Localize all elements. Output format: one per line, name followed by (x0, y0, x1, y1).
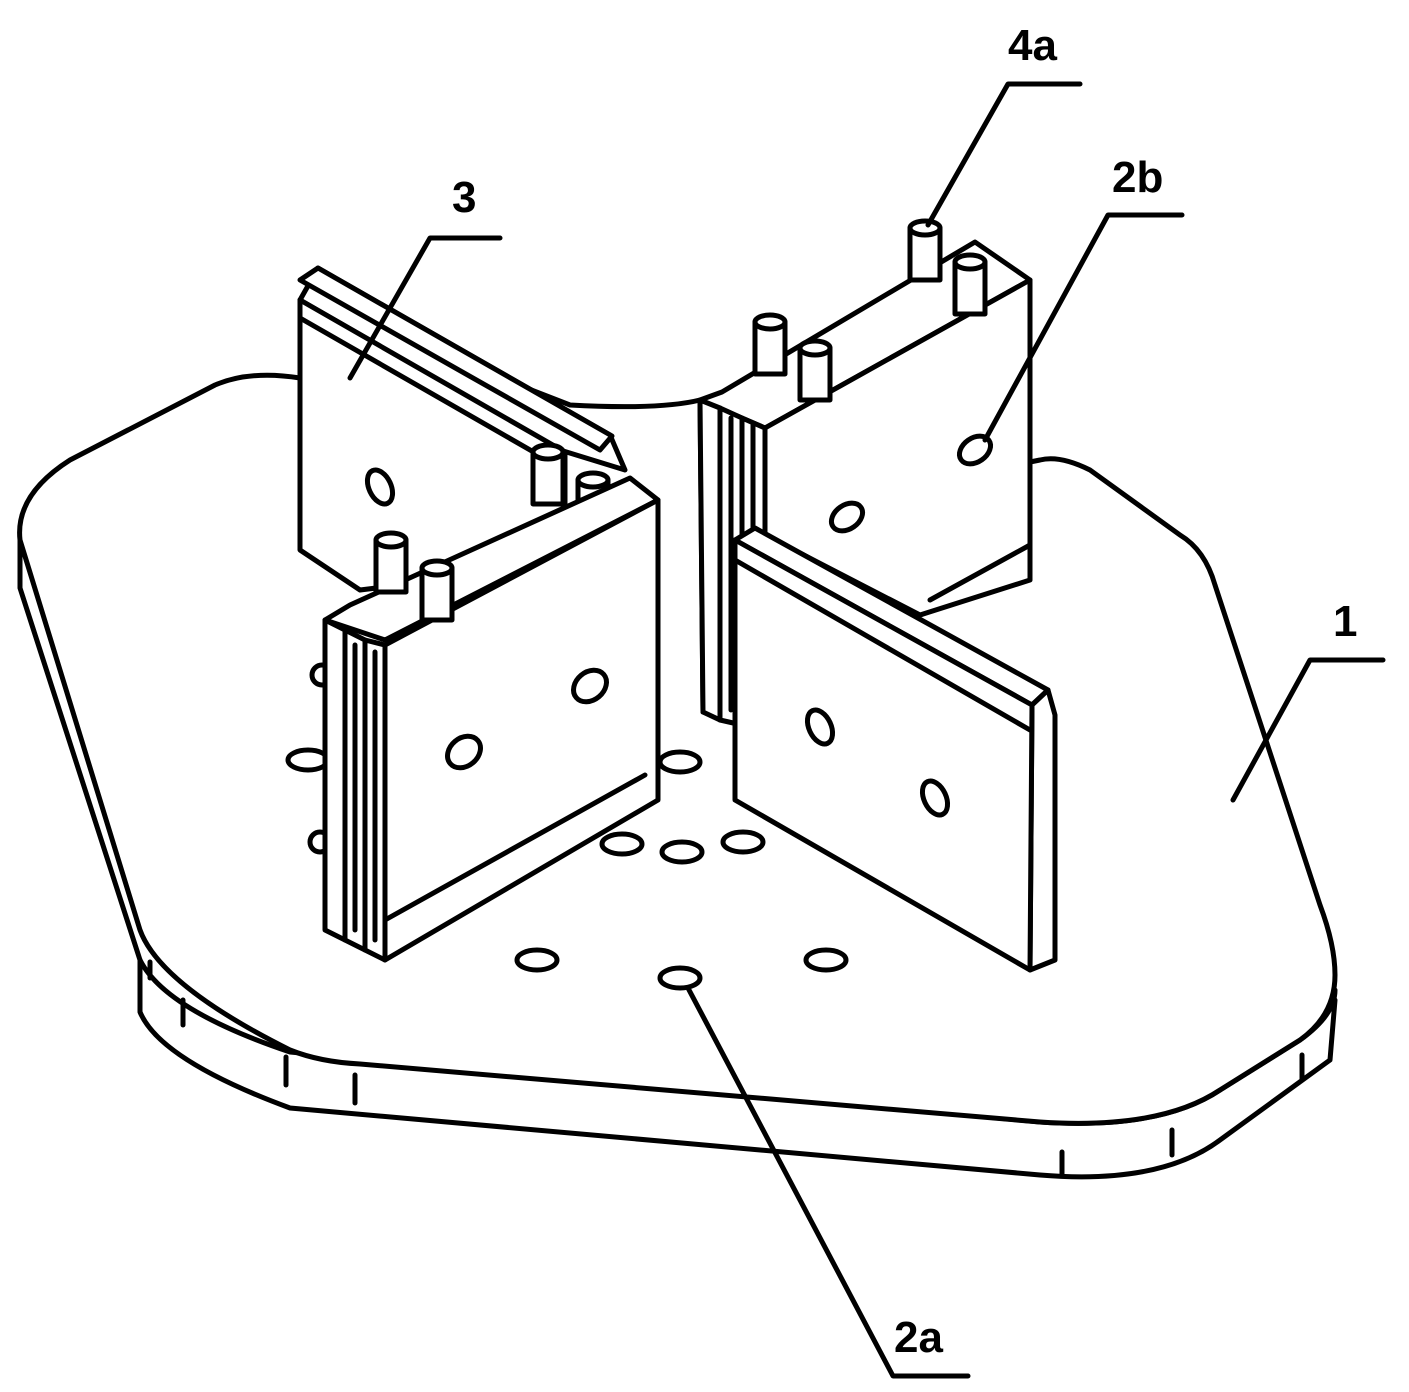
leader-4a (925, 81, 1083, 228)
base-plate-top (17, 297, 1338, 1126)
clamp-plate-back-right (697, 218, 1033, 728)
label-pin: 4a (1008, 21, 1057, 70)
plate-holes (285, 662, 849, 991)
base-plate-rim (17, 527, 1338, 1180)
label-base-plate: 1 (1333, 597, 1357, 646)
label-hole-bottom: 2a (894, 1313, 943, 1362)
labels: 3 4a 2b 1 2a (452, 21, 1357, 1362)
leader-2a (685, 985, 971, 1379)
clamp-plate-front-right (732, 525, 1058, 973)
leader-3 (347, 235, 503, 381)
rim-ticks (147, 959, 1305, 1178)
clamp-plate-front-left (322, 475, 661, 963)
label-clamp-plate: 3 (452, 173, 476, 222)
leader-1 (1230, 657, 1386, 803)
leader-2b (982, 212, 1185, 443)
leader-lines (347, 81, 1386, 1379)
label-hole-plate: 2b (1112, 153, 1163, 202)
base-plate (17, 297, 1338, 1180)
